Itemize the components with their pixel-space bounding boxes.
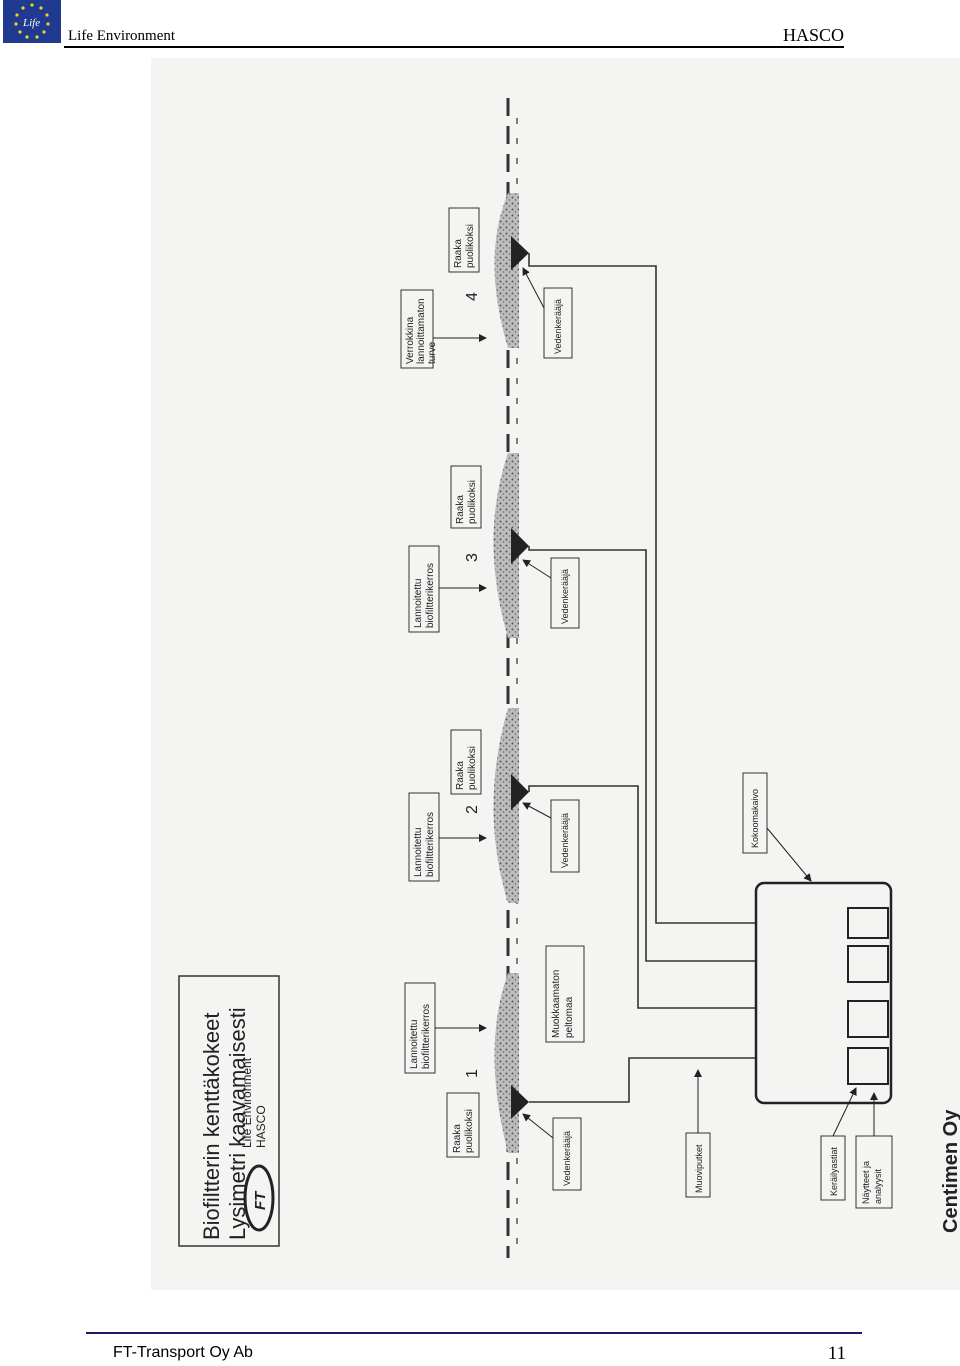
diagram-subtitle-line2: HASCO — [254, 1105, 268, 1148]
label-box-verrokkina — [400, 289, 434, 369]
label-box-muokkaamaton — [545, 945, 585, 1043]
label-keraysastiat: Keräilyastiat — [829, 1146, 839, 1196]
label-naytteet-l2: analyysit — [873, 1168, 883, 1204]
label-box-raaka-1 — [446, 1092, 480, 1158]
label-muokkaamaton-l2: peltomaa — [564, 996, 575, 1038]
diagram-title-line1: Biofiltterin kenttäkokeet — [199, 1013, 224, 1240]
lysimeter-diagram: Biofiltterin kenttäkokeet Lysimetri kaav… — [178, 98, 960, 1258]
arrow-kokoomakaivo — [766, 827, 812, 882]
label-box-lannoitettu-3 — [408, 545, 440, 633]
label-verrokkina-l3: turve — [427, 341, 438, 364]
label-vedenkeraaja-4: Vedenkerääjä — [553, 299, 563, 354]
label-box-raaka-2 — [450, 729, 482, 795]
label-naytteet-l1: Näytteet ja — [861, 1161, 871, 1204]
pipe-4 — [528, 253, 756, 924]
water-collector-2 — [511, 774, 529, 810]
footer-company: FT-Transport Oy Ab — [113, 1344, 253, 1361]
label-raaka-1-l2: puolikoksi — [464, 1109, 475, 1153]
diagram-subtitle-line1: Life Environment — [240, 1057, 254, 1148]
eu-life-logo: Life — [3, 0, 61, 43]
pipe-2 — [528, 785, 756, 1009]
label-lannoitettu-2-l2: biofiltterikerros — [425, 812, 436, 877]
label-vedenkeraaja-1: Vedenkerääjä — [562, 1131, 572, 1186]
arrow-keraysastiat — [832, 1087, 857, 1137]
sample-container-4 — [847, 907, 889, 939]
label-raaka-3-l1: Raaka — [455, 495, 466, 524]
header-left-text: Life Environment — [68, 28, 176, 44]
label-lannoitettu-3-l1: Lannoitettu — [413, 579, 424, 629]
label-verrokkina-l2: lannoittamaton — [416, 298, 427, 364]
mound-1 — [494, 973, 519, 1153]
logo-text: Life — [22, 17, 40, 29]
header-rule — [64, 46, 844, 48]
label-vedenkeraaja-2: Vedenkerääjä — [560, 813, 570, 868]
label-lannoitettu-1-l2: biofiltterikerros — [421, 1004, 432, 1069]
water-collector-3 — [511, 528, 529, 564]
sample-container-1 — [847, 1047, 889, 1085]
eu-stars-icon — [14, 3, 50, 39]
footer-rule — [86, 1332, 862, 1334]
label-raaka-2-l2: puolikoksi — [467, 746, 478, 790]
label-lannoitettu-3-l2: biofiltterikerros — [425, 563, 436, 628]
scanned-diagram: Biofiltterin kenttäkokeet Lysimetri kaav… — [151, 58, 960, 1290]
company-mark: Centimen Oy — [940, 1109, 960, 1233]
plot-number-3: 3 — [464, 553, 481, 562]
label-kokoomakaivo: Kokoomakaivo — [750, 789, 760, 848]
label-raaka-4-l1: Raaka — [453, 239, 464, 268]
plot-number-2: 2 — [464, 805, 481, 814]
label-box-vedenkeraaja-4 — [543, 287, 573, 359]
label-verrokkina-l1: Verrokkina — [405, 316, 416, 364]
ft-logo-icon — [243, 1164, 275, 1232]
water-collector-4 — [511, 236, 529, 270]
arrow-vedenkeraaja-1 — [522, 1113, 554, 1139]
arrow-vedenkeraaja-3 — [522, 559, 552, 579]
mound-3 — [493, 453, 519, 638]
mound-2 — [493, 708, 519, 903]
label-box-raaka-4 — [448, 207, 480, 273]
label-muokkaamaton-l1: Muokkaamaton — [551, 970, 562, 1038]
header-right-text: HASCO — [782, 25, 844, 45]
label-box-vedenkeraaja-1 — [552, 1117, 582, 1191]
ft-logo-text: FT — [252, 1190, 269, 1210]
label-raaka-3-l2: puolikoksi — [467, 480, 478, 524]
water-collector-1 — [511, 1085, 529, 1119]
plot-number-1: 1 — [464, 1069, 481, 1078]
page-number: 11 — [827, 1343, 846, 1364]
label-raaka-2-l1: Raaka — [455, 761, 466, 790]
title-block — [178, 975, 280, 1247]
label-lannoitettu-1-l1: Lannoitettu — [409, 1020, 420, 1070]
label-box-vedenkeraaja-2 — [550, 799, 580, 873]
pipe-1 — [529, 1057, 756, 1103]
sample-container-2 — [847, 1000, 889, 1038]
label-box-lannoitettu-2 — [408, 792, 440, 882]
label-raaka-1-l1: Raaka — [452, 1124, 463, 1153]
arrow-vedenkeraaja-2 — [522, 802, 552, 819]
mound-4 — [494, 193, 519, 348]
label-box-vedenkeraaja-3 — [550, 557, 580, 629]
label-lannoitettu-2-l1: Lannoitettu — [413, 828, 424, 878]
label-box-raaka-3 — [450, 465, 482, 529]
plot-number-4: 4 — [464, 292, 481, 301]
arrow-vedenkeraaja-4 — [522, 267, 545, 309]
label-box-kokoomakaivo — [742, 772, 768, 854]
pipe-3 — [528, 546, 756, 962]
collection-well — [754, 881, 893, 1105]
sample-container-3 — [847, 945, 889, 983]
label-muoviputket: Muoviputket — [694, 1144, 704, 1193]
label-raaka-4-l2: puolikoksi — [465, 224, 476, 268]
label-vedenkeraaja-3: Vedenkerääjä — [560, 569, 570, 624]
